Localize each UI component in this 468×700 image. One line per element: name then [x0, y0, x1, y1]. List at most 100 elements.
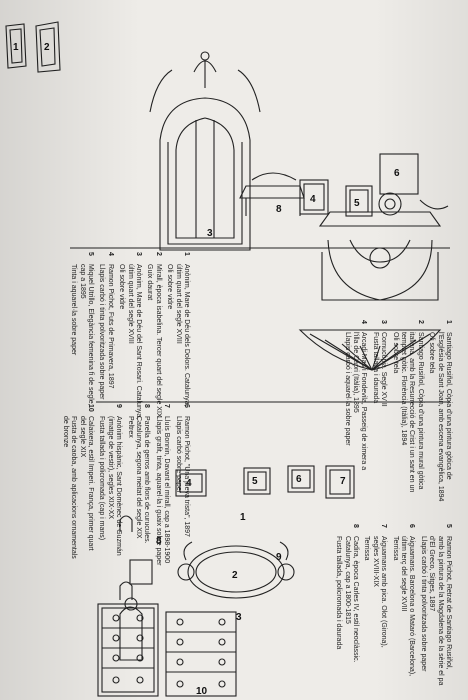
- caption-line: Peltrex: [126, 416, 134, 438]
- caption-line: Anònim, Mare de Déu dels Dolors. Catalun…: [183, 264, 190, 407]
- caption-line: d'El Greco, Sitges, 1897: [428, 536, 436, 612]
- label-lower-2: 2: [232, 570, 238, 581]
- chest-of-drawers: [97, 603, 159, 697]
- caption-number: 7: [163, 404, 171, 408]
- caption-number: 7: [380, 524, 388, 528]
- caption-line: Llapis carbó i tinta polvoritzada sobre …: [98, 264, 106, 400]
- corner-frame-1: [5, 23, 27, 69]
- caption-line: Aiguamans amb pica. Olot (Girona),: [380, 536, 388, 648]
- label-lower-4: 4: [186, 478, 192, 489]
- caption-line: Catalunya, cap a 1800-1815: [343, 536, 351, 624]
- frame-upper-5: [345, 185, 373, 217]
- gothic-triptych: [149, 51, 261, 251]
- caption-number: 4: [360, 320, 368, 324]
- caption-line: amb la pintura de la Magdalena de la sèr…: [436, 536, 444, 686]
- caption-line: Parella de gerros amb flors de curucules…: [143, 416, 151, 544]
- caption-line: últim terç del segle XVIII: [399, 536, 407, 612]
- caption-number: 3: [380, 320, 388, 324]
- aiguamans: [129, 559, 237, 697]
- santo-statue: [119, 597, 143, 661]
- caption-line: Mirall, època isabelina. Tercer quart de…: [154, 264, 162, 418]
- caption-number: 8: [351, 524, 359, 528]
- caption-line: Ramon Pichot, Retrat de Santiago Rusiñol…: [445, 536, 452, 670]
- caption-line: Llapis carbó i tinta polvoritzada sobre …: [419, 536, 427, 672]
- caption-number: 2: [154, 252, 162, 256]
- label-lower-10: 10: [196, 686, 208, 697]
- label-upper-8: 8: [276, 204, 282, 215]
- caption-line: Terrissa: [391, 536, 399, 561]
- caption-line: Anònim, Mare de Déu del Sant Rosari. Cat…: [134, 264, 142, 420]
- caption-number: 2: [416, 320, 424, 324]
- label-corner-1: 1: [13, 42, 19, 53]
- label-upper-3: 3: [207, 228, 213, 239]
- caption-line: Cadira, època Carles IV, estil neoclàssi…: [351, 536, 359, 663]
- caption-number: 6: [408, 524, 416, 528]
- label-lower-9: 9: [276, 552, 282, 563]
- cornucopia-shelf: [318, 192, 449, 301]
- caption-number: 1: [445, 320, 452, 324]
- caption-line: Catalunya, segona meitat del segle XIX: [134, 416, 142, 539]
- caption-line: Oli sobre vidre: [166, 264, 174, 310]
- caption-line: Miquel Utrillo, Elegància femenina fi de…: [86, 264, 94, 406]
- frame-lower-7: [325, 465, 355, 499]
- caption-line: Oli sobre vidre: [118, 264, 126, 310]
- label-lower-3: 3: [236, 612, 242, 623]
- caption-line: Ramon Pichot, "Una jueva trista", 1897: [183, 416, 190, 537]
- caption-line: últim quart del segle XVIII: [126, 264, 134, 344]
- label-upper-5: 5: [354, 198, 360, 209]
- caption-number: 6: [183, 404, 190, 408]
- frame-lower-5: [243, 467, 271, 495]
- caption-number: 4: [106, 252, 114, 256]
- caption-line: segles XVIII-XIX: [371, 536, 379, 587]
- caption-line: Fusta tallada i policromada (cap i mans): [98, 416, 106, 541]
- caption-line: de bronze: [61, 416, 69, 448]
- caption-line: Fusta de caoba, amb aplicacions ornament…: [70, 416, 78, 559]
- caption-line: Ramon Pichot, Futs de Primavera, 1897: [106, 264, 114, 389]
- caption-line: Tinta i aquarel·la sobre paper: [70, 264, 78, 356]
- frame-upper-6: [379, 153, 419, 195]
- oval-mirror: [177, 541, 295, 599]
- label-upper-4: 4: [310, 194, 316, 205]
- label-upper-6: 6: [394, 168, 400, 179]
- caption-line: Terrissa: [363, 536, 371, 561]
- caption-number: 5: [86, 252, 94, 256]
- caption-line: Calaixera, estil Imperi. França, primer …: [86, 416, 94, 551]
- caption-line: Guix daurat: [146, 264, 154, 301]
- caption-number: 10: [86, 404, 94, 412]
- caption-line: Fusta tallada, policromada i daurada: [335, 536, 343, 650]
- frame-lower-4: [175, 469, 207, 497]
- label-lower-6: 6: [296, 474, 302, 485]
- caption-number: 9: [115, 404, 123, 408]
- caption-number: 8: [143, 404, 151, 408]
- caption-number: 5: [445, 524, 452, 528]
- caption-line: Anònim hispànic, Sant Domènec de Guzmán: [115, 416, 123, 556]
- label-lower-5: 5: [252, 476, 258, 487]
- label-lower-1: 1: [240, 512, 246, 523]
- frame-upper-4: [299, 179, 329, 215]
- label-lower-7: 7: [340, 476, 346, 487]
- chair-upper: [239, 172, 305, 216]
- caption-line: Llapis grafit, tinta, aquarel·la i guaix…: [154, 416, 162, 566]
- caption-number: 1: [183, 252, 190, 256]
- caption-line: Llapis carbó sobre paper: [174, 416, 182, 494]
- flower-vases: [119, 515, 133, 600]
- label-corner-2: 2: [44, 42, 50, 53]
